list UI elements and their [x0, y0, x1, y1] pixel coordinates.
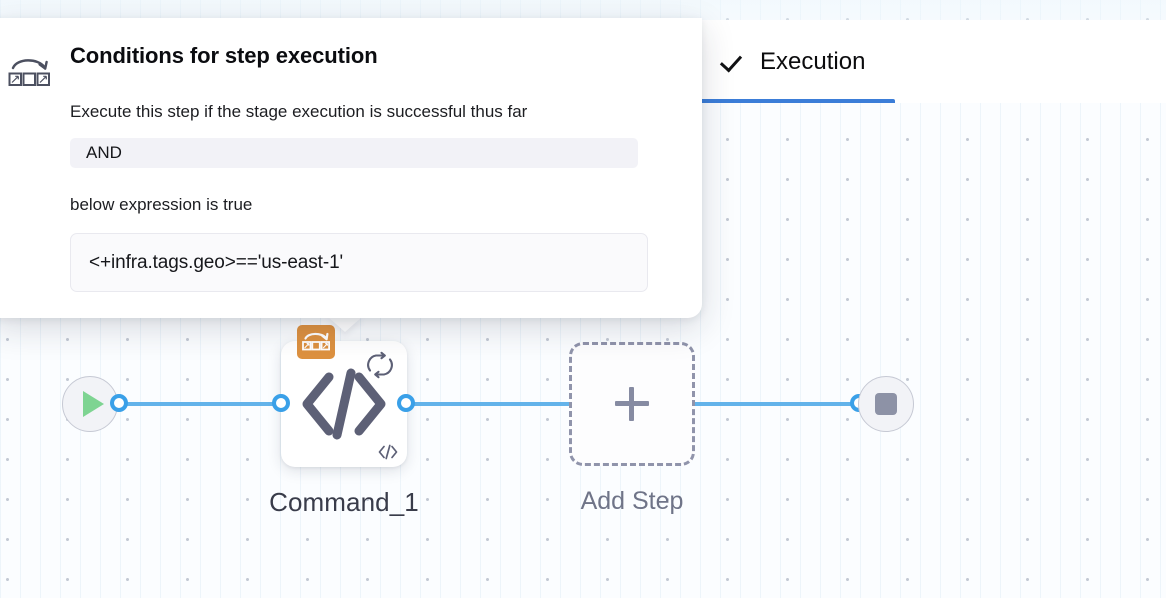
stop-icon [875, 393, 897, 415]
popover-title: Conditions for step execution [70, 43, 378, 68]
plus-icon [615, 387, 649, 421]
loop-retry-icon [363, 350, 397, 380]
popover-description: Execute this step if the stage execution… [70, 102, 528, 121]
connector-start-to-step [118, 402, 288, 406]
conditional-execution-badge-icon[interactable] [297, 325, 335, 359]
condition-operator-field[interactable]: AND [70, 138, 638, 168]
tab-execution-label: Execution [760, 47, 866, 75]
conditions-popover: Conditions for step execution Execute th… [0, 18, 702, 318]
step-node-command-1[interactable] [281, 325, 407, 467]
play-icon [82, 391, 104, 417]
code-brackets-mini-icon [377, 443, 399, 461]
step-node-output-port[interactable] [397, 394, 415, 412]
connector-step-to-addstep [400, 402, 575, 406]
expression-label: below expression is true [70, 195, 253, 214]
step-node-input-port[interactable] [272, 394, 290, 412]
conditional-execution-icon [6, 54, 52, 94]
add-step-label: Add Step [580, 487, 684, 515]
popover-tail [327, 316, 363, 332]
check-icon [722, 49, 748, 75]
step-node-label: Command_1 [269, 487, 419, 517]
code-brackets-icon [281, 341, 407, 467]
add-step-button[interactable] [569, 342, 695, 466]
tab-execution[interactable]: Execution [692, 20, 896, 103]
connector-addstep-to-end [690, 402, 866, 406]
expression-value-box[interactable]: <+infra.tags.geo>=='us-east-1' [70, 233, 648, 292]
start-node-output-port[interactable] [110, 394, 128, 412]
end-node[interactable] [858, 376, 914, 432]
